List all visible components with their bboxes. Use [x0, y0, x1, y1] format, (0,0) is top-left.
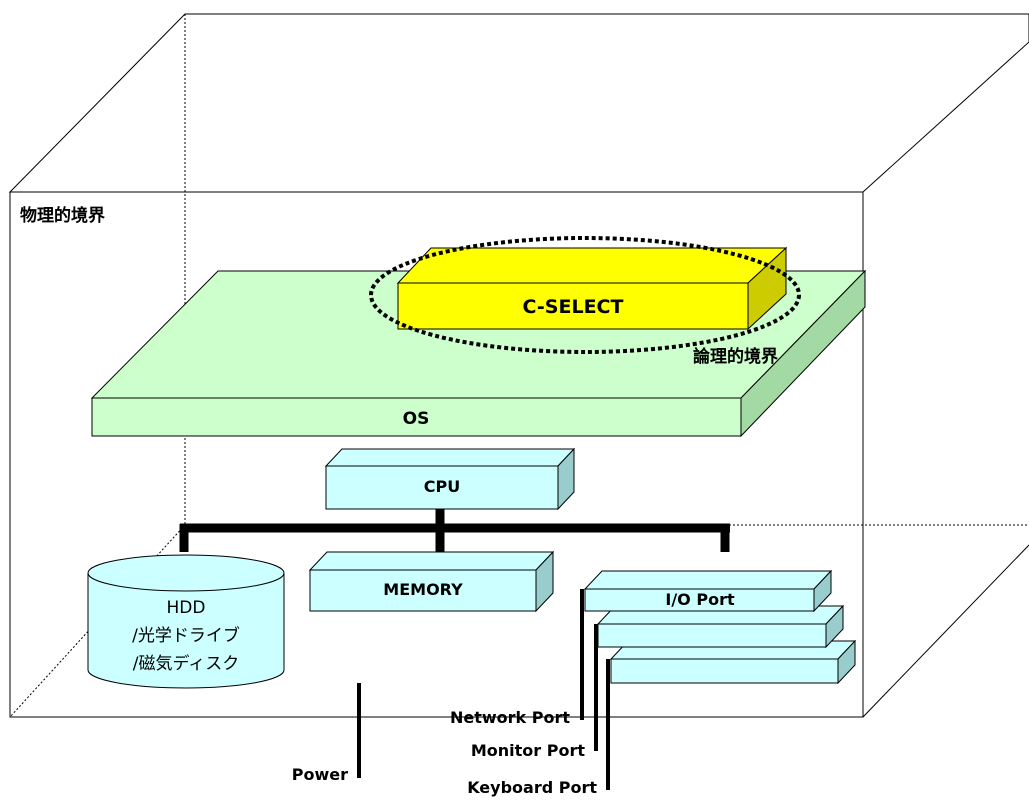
io-port-card-2 [596, 604, 845, 649]
hdd-label-line3: /磁気ディスク [133, 653, 240, 674]
cpu-label: CPU [424, 477, 460, 496]
physical-boundary-label: 物理的境界 [20, 205, 105, 226]
hdd-cylinder: HDD /光学ドライブ /磁気ディスク [87, 554, 285, 689]
physical-box-outline [8, 13, 1029, 718]
io-port-card-1: I/O Port [583, 569, 833, 613]
monitor-port-label: Monitor Port [471, 741, 586, 760]
network-port-label: Network Port [450, 708, 570, 727]
os-label: OS [403, 409, 430, 429]
logical-boundary-label: 論理的境界 [693, 346, 778, 367]
cselect-label: C-SELECT [523, 296, 624, 318]
memory-label: MEMORY [383, 580, 463, 599]
hdd-label-line1: HDD [167, 598, 206, 618]
cselect-block: C-SELECT [396, 246, 788, 331]
cpu-block: CPU [324, 447, 576, 511]
hdd-label-line2: /光学ドライブ [132, 625, 240, 646]
port-cables [357, 589, 610, 790]
power-label: Power [292, 765, 348, 784]
io-port-label: I/O Port [665, 590, 735, 609]
system-bus [179, 509, 730, 552]
keyboard-port-label: Keyboard Port [467, 778, 597, 797]
memory-block: MEMORY [308, 550, 555, 613]
logical-boundary-ellipse [369, 236, 801, 354]
